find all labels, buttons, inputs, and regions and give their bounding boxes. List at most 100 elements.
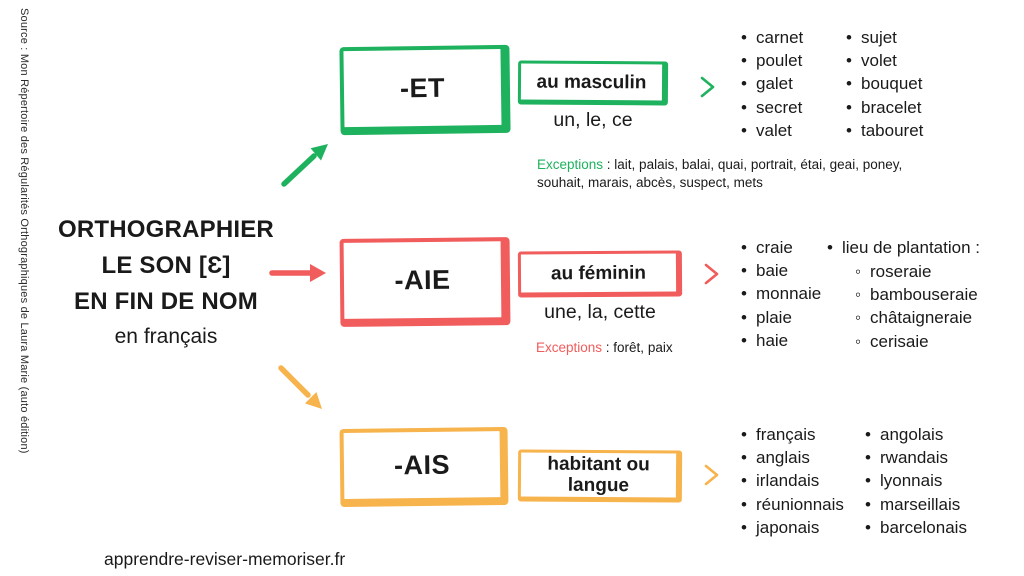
example-word: valet [756,121,792,141]
list-item: • tabouret [846,120,923,143]
list-item: ◦châtaigneraie [855,307,978,330]
example-word: barcelonais [880,518,967,538]
example-word: cerisaie [870,331,929,351]
list-item: •angolais [865,423,967,446]
list-item: •haie [741,330,821,353]
bullet-icon: • [741,284,747,304]
bullet-icon: • [741,448,747,468]
bullet-icon: • [741,518,747,538]
suffix-box-et: -ET [339,44,511,136]
list-item: •bouquet [846,73,923,96]
bullet-icon: ◦ [855,261,862,281]
bullet-icon: • [741,97,747,117]
list-item: •lyonnais [865,470,967,493]
bullet-icon: • [741,494,747,514]
rule-box-habitant-langue: habitant ou langue [517,449,683,503]
bullet-icon: • [741,74,747,94]
bullet-icon: • [741,331,747,351]
list-item: •français [741,423,844,446]
bullet-icon: • [846,97,852,117]
examples-list-aie-col1: •craie•baie•monnaie•plaie•haie [741,236,821,353]
exceptions-text-et: : lait, palais, balai, quai, portrait, é… [537,157,903,190]
examples-list-ais-col1: •français•anglais•irlandais•réunionnais•… [741,423,844,540]
arrow-up-right-icon [281,144,328,187]
examples-list-ais-col2: •angolais•rwandais•lyonnais•marseillais•… [865,423,967,540]
list-item: •monnaie [741,283,821,306]
exceptions-et: Exceptions : lait, palais, balai, quai, … [537,156,951,192]
category-label: lieu de plantation : [842,237,980,257]
rule-box-feminin: au féminin [517,250,683,298]
example-word: châtaigneraie [870,308,973,328]
example-word: volet [861,51,897,71]
example-word: rwandais [880,448,949,468]
list-item: •craie [741,236,821,259]
title-line-3: EN FIN DE NOM [74,288,258,315]
rule-box-masculin: au masculin [517,60,669,106]
suffix-label-ais: -AIS [393,449,451,480]
example-word: irlandais [756,471,820,491]
list-item: •barcelonais [865,517,967,540]
example-word: français [756,424,816,444]
example-word: sujet [861,27,897,47]
bullet-icon: • [865,424,871,444]
list-item: • japonais [741,517,844,540]
arrow-right-icon [269,264,326,282]
title-line-2: LE SON [Ɛ] [101,252,231,279]
website-url: apprendre-reviser-memoriser.fr [104,549,346,569]
arrow-down-right-icon [278,365,322,409]
title-subtitle: en français [114,325,218,348]
determiners-masculin: un, le, ce [553,109,633,131]
list-item: ◦bambouseraie [855,283,978,306]
example-word: japonais [756,518,820,538]
list-item: • plaie [741,306,821,329]
bullet-icon: • [741,237,747,257]
bullet-icon: • [741,307,747,327]
list-item: ◦cerisaie [855,330,978,353]
list-item: •secret [741,96,803,119]
suffix-label-et: -ET [399,72,446,103]
bullet-icon: • [865,448,871,468]
exceptions-label-et: Exceptions [537,157,604,172]
list-item: • sujet [846,26,923,49]
list-item: • réunionnais [741,493,844,516]
exceptions-label-aie: Exceptions [536,340,603,355]
bullet-icon: • [741,51,747,71]
example-word: carnet [756,27,804,47]
list-item: •valet [741,120,803,143]
bullet-icon: • [846,27,852,47]
list-item: • baie [741,259,821,282]
list-item: • carnet [741,26,803,49]
rule-label-feminin: au féminin [550,262,647,284]
suffix-box-aie: -AIE [339,237,511,327]
chevron-right-icon [700,76,715,98]
source-note: Source : Mon Répertoire des Régularités … [18,8,30,454]
suffix-box-ais: -AIS [339,426,509,508]
example-word: tabouret [861,121,924,141]
list-item: • galet [741,73,803,96]
chevron-right-icon [704,263,719,285]
examples-list-et-col1: •carnet•poulet•galet•secret•valet [741,26,803,143]
page-title: ORTHOGRAPHIER LE SON [Ɛ] EN FIN DE NOM e… [40,212,292,353]
example-word: galet [756,74,793,94]
example-word: marseillais [880,494,961,514]
example-word: réunionnais [756,494,844,514]
bullet-icon: • [846,121,852,141]
bullet-icon: • [827,237,833,257]
list-item: ◦roseraie [855,260,978,283]
bullet-icon: • [741,471,747,491]
bullet-icon: • [741,261,747,281]
example-word: baie [756,261,789,281]
example-word: lyonnais [880,471,943,491]
example-word: plaie [756,307,792,327]
list-item: • lieu de plantation : [827,236,980,259]
list-item: •volet [846,49,923,72]
list-item: • rwandais [865,446,967,469]
list-item: •marseillais [865,493,967,516]
rule-label-masculin: au masculin [536,71,647,93]
list-item: •bracelet [846,96,923,119]
determiners-feminin: une, la, cette [544,301,656,323]
suffix-label-aie: -AIE [394,264,451,295]
bullet-icon: • [741,27,747,47]
example-word: bambouseraie [870,285,978,305]
